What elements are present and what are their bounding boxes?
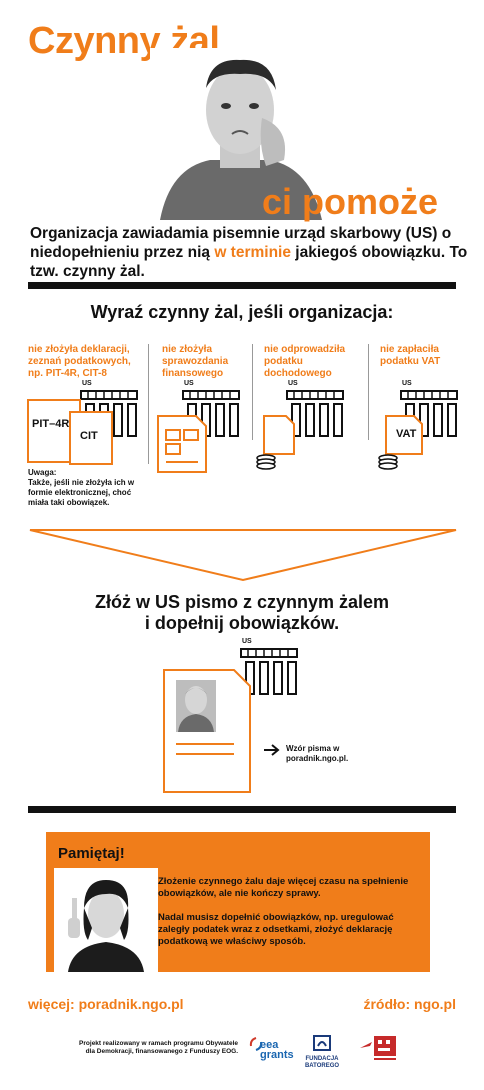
column-divider xyxy=(252,344,253,440)
batory-logo-icon xyxy=(313,1035,331,1051)
vat-label: VAT xyxy=(396,428,417,440)
letter-document-icon xyxy=(163,669,251,793)
arrow-right-icon xyxy=(264,744,280,756)
income-tax-document-icon xyxy=(256,415,295,470)
column-label: nie złożyła sprawozdania finansowego xyxy=(162,344,229,379)
page-subtitle: ci pomoże xyxy=(262,181,439,222)
project-info: Projekt realizowany w ramach programu Ob… xyxy=(79,1040,238,1055)
remember-text: Złożenie czynnego żalu daje więcej czasu… xyxy=(158,876,409,947)
tax-office-icon xyxy=(286,390,344,437)
remember-title: Pamiętaj! xyxy=(58,845,125,862)
template-link[interactable]: Wzór pisma w poradnik.ngo.pl. xyxy=(286,744,349,763)
more-link[interactable]: więcej: poradnik.ngo.pl xyxy=(28,996,184,1012)
column-divider xyxy=(368,344,369,440)
us-label: US xyxy=(184,380,194,387)
column-label: nie złożyła deklaracji, zeznań podatkowy… xyxy=(28,344,131,379)
section1-heading: Wyraź czynny żal, jeśli organizacja: xyxy=(90,302,394,322)
pit-label: PIT–4R xyxy=(32,418,70,430)
divider-bar xyxy=(28,806,456,813)
intro-text: Organizacja zawiadamia pisemnie urząd sk… xyxy=(30,225,468,280)
cit-label: CIT xyxy=(80,430,98,442)
divider-bar xyxy=(28,282,456,289)
column-label: nie zapłaciła podatku VAT xyxy=(380,344,441,367)
partner-logo-icon xyxy=(360,1036,396,1060)
us-label: US xyxy=(402,380,412,387)
declaration-documents-icon xyxy=(27,399,113,465)
woman-photo xyxy=(54,868,158,972)
column-divider xyxy=(148,344,149,464)
tax-office-icon xyxy=(240,648,298,695)
us-label: US xyxy=(288,380,298,387)
financial-report-icon xyxy=(157,415,207,473)
man-photo xyxy=(150,48,330,220)
column-label: nie odprowadziła podatku dochodowego xyxy=(264,344,346,379)
note: Uwaga:Także, jeśli nie złożyła ich w for… xyxy=(28,468,135,507)
vat-document-icon xyxy=(378,415,423,470)
us-label: US xyxy=(242,638,252,645)
eea-grants-logo-icon xyxy=(249,1037,263,1051)
source-link[interactable]: źródło: ngo.pl xyxy=(363,996,456,1012)
funnel-arrow xyxy=(29,529,457,582)
us-label: US xyxy=(82,380,92,387)
